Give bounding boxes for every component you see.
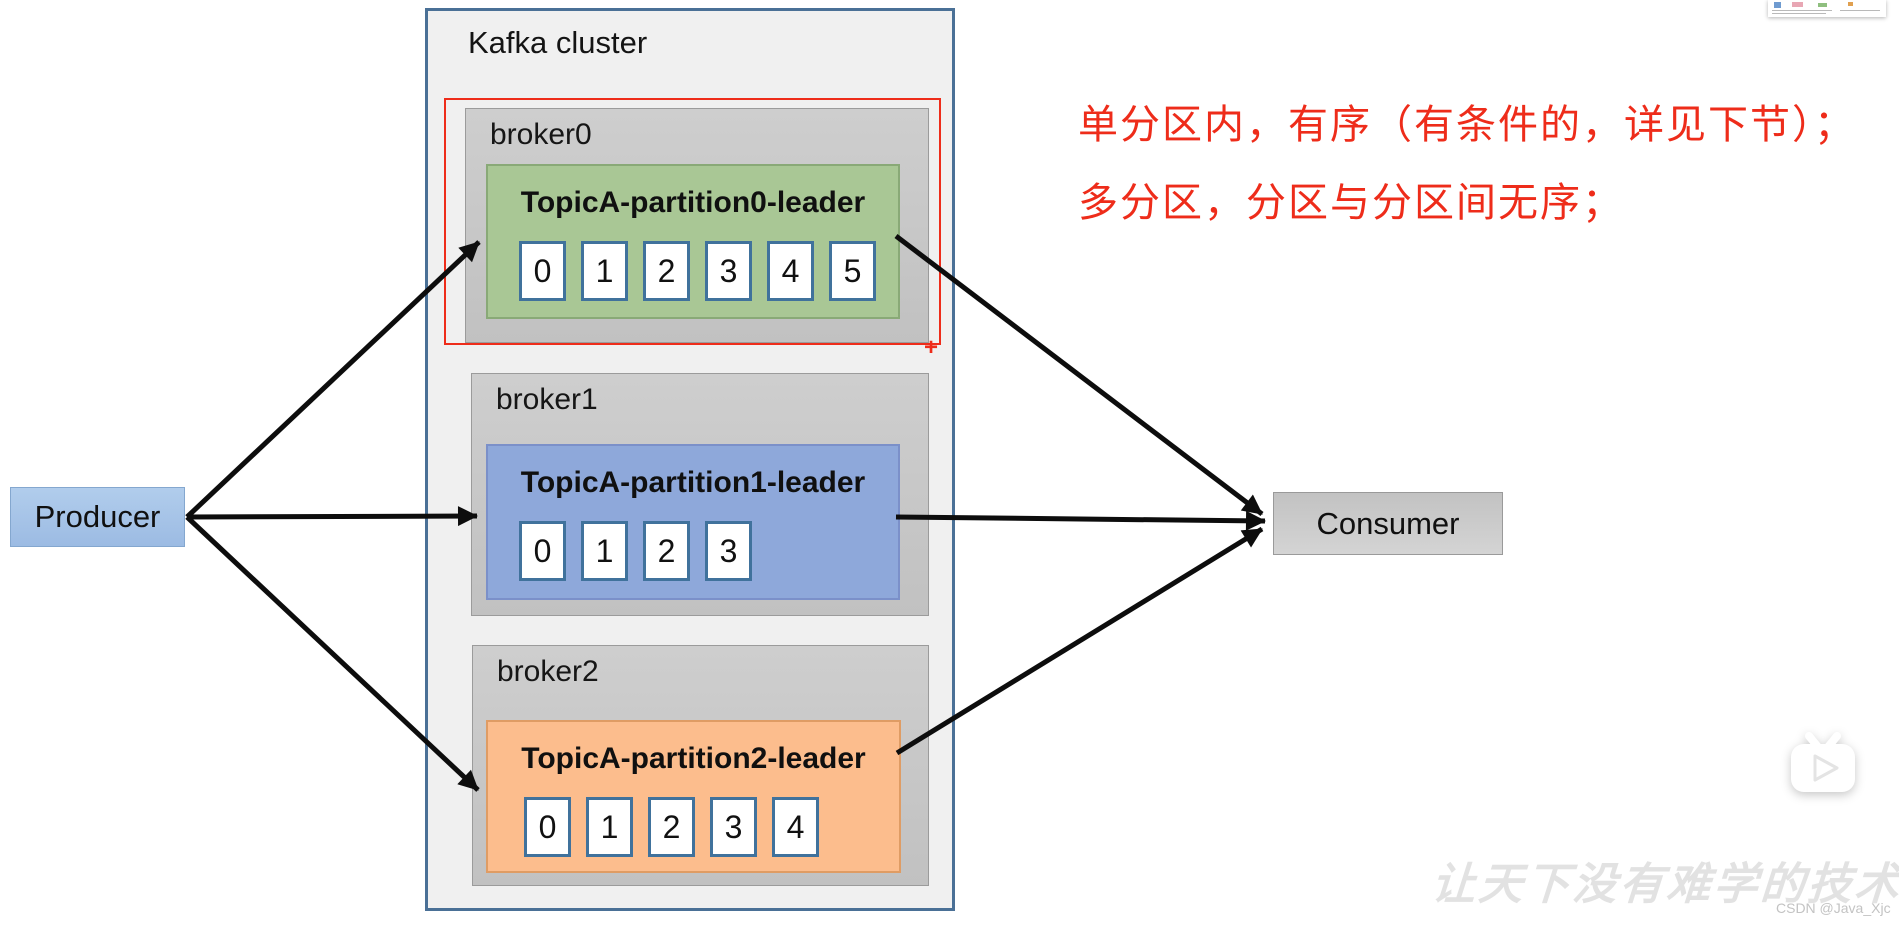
message-box: 2 [648, 797, 695, 857]
producer-box: Producer [10, 487, 185, 547]
message-box: 2 [643, 241, 690, 301]
consumer-box: Consumer [1273, 492, 1503, 555]
thumb-text-line [1772, 13, 1826, 14]
message-box: 3 [705, 241, 752, 301]
highlight-plus-mark: + [924, 334, 939, 361]
message-box: 1 [586, 797, 633, 857]
message-box: 0 [524, 797, 571, 857]
thumb-orange-block [1848, 2, 1853, 6]
mini-page-preview[interactable] [1768, 0, 1886, 17]
broker2-partition-label: TopicA-partition2-leader [521, 742, 866, 775]
broker2-label: broker2 [497, 655, 599, 688]
thumb-text-line [1772, 10, 1832, 11]
annotation-line1: 单分区内，有序（有条件的，详见下节）； [1078, 102, 1856, 147]
thumb-green-block [1818, 3, 1827, 7]
producer-label: Producer [34, 499, 161, 534]
tv-play-icon[interactable] [1781, 722, 1865, 806]
message-box: 4 [772, 797, 819, 857]
broker0-partition-label: TopicA-partition0-leader [520, 186, 866, 219]
message-box: 3 [710, 797, 757, 857]
thumb-text-line [1840, 10, 1880, 11]
message-box: 5 [829, 241, 876, 301]
consumer-label: Consumer [1316, 505, 1460, 541]
thumb-blue-block [1774, 2, 1781, 8]
thumb-pink-block [1792, 2, 1803, 7]
kafka-cluster-title: Kafka cluster [468, 25, 648, 60]
highlight-rect-broker0 [444, 98, 941, 345]
broker0-label: broker0 [490, 118, 592, 151]
kafka-cluster-box: Kafka cluster broker0 TopicA-partition0-… [425, 8, 955, 911]
message-box: 0 [519, 521, 566, 581]
message-box: 1 [581, 241, 628, 301]
watermark-credit: CSDN @Java_Xjc [1776, 900, 1891, 916]
message-box: 4 [767, 241, 814, 301]
message-box: 1 [581, 521, 628, 581]
broker1-partition-label: TopicA-partition1-leader [520, 466, 866, 499]
broker1-label: broker1 [496, 383, 598, 416]
message-box: 3 [705, 521, 752, 581]
message-box: 2 [643, 521, 690, 581]
message-box: 0 [519, 241, 566, 301]
annotation-line2: 多分区，分区与分区间无序； [1078, 180, 1624, 225]
